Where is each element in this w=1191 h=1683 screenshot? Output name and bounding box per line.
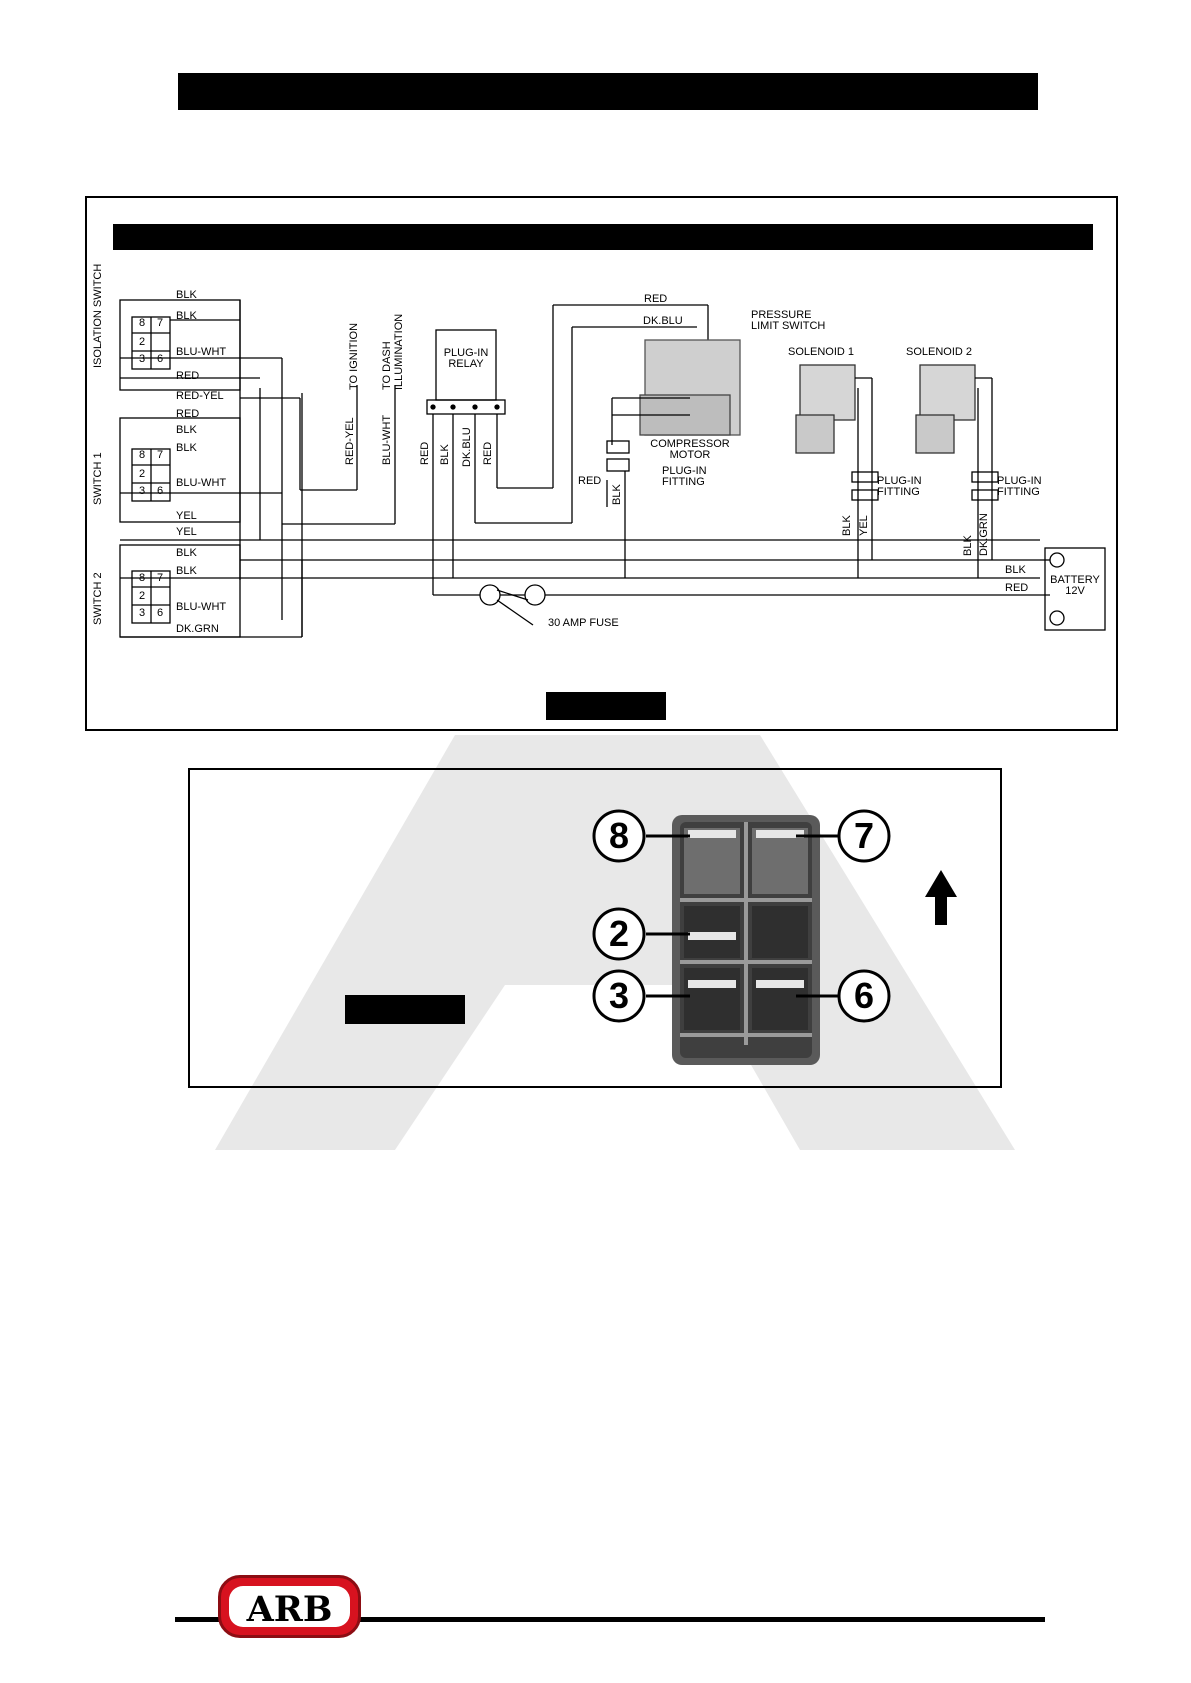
plugin-fitting-label: PLUG-IN FITTING: [662, 466, 707, 488]
photo-pin-7: 7: [854, 815, 875, 856]
relay-label: PLUG-IN RELAY: [436, 348, 496, 370]
red-mid-label: RED: [578, 475, 602, 487]
photo-pin-6: 6: [854, 975, 875, 1016]
battery-label: BATTERY 12V: [1044, 575, 1106, 597]
s2-pin-7: 7: [157, 572, 164, 584]
pin-8-badge: [592, 809, 646, 863]
up-arrow-icon: [925, 870, 957, 925]
battery-red-label: RED: [1005, 582, 1029, 594]
iso-pin-6: 6: [157, 353, 164, 365]
wire-label: BLK: [176, 289, 197, 301]
top-red-label: RED: [644, 293, 668, 305]
s2-pin-6: 6: [157, 607, 164, 619]
battery-blk-label: BLK: [1005, 564, 1026, 576]
wire-label: RED: [176, 370, 200, 382]
plugin-fitting-1-line-2: FITTING: [877, 486, 920, 498]
plugin-fitting-1-label: PLUG-IN FITTING: [877, 476, 922, 498]
s1-pin-8: 8: [139, 449, 146, 461]
plugin-fitting-line-2: FITTING: [662, 476, 705, 488]
wire-label: BLK: [176, 547, 197, 559]
arb-logo: ARB: [218, 1575, 361, 1638]
photo-pin-2: 2: [609, 913, 630, 954]
switch-photo-frame: [188, 768, 1002, 1088]
s2-pin-3: 3: [139, 607, 146, 619]
fuse-label: 30 AMP FUSE: [548, 617, 619, 629]
figure-caption-bar: [546, 692, 666, 720]
pressure-label-line-2: LIMIT SWITCH: [751, 320, 826, 332]
footer-line: [175, 1617, 1045, 1622]
photo-pin-8: 8: [609, 815, 630, 856]
relay-label-line-2: RELAY: [448, 358, 484, 370]
pin-2-badge: [592, 907, 646, 961]
photo-caption-bar: [345, 995, 465, 1024]
wire-label: RED: [176, 408, 200, 420]
s1-pin-3: 3: [139, 485, 146, 497]
solenoid-1-label: SOLENOID 1: [788, 346, 855, 358]
plugin-fitting-2-line-2: FITTING: [997, 486, 1040, 498]
pin-6-badge: [837, 969, 891, 1023]
s2-pin-2: 2: [139, 590, 146, 602]
wire-label: BLU-WHT: [176, 477, 227, 489]
iso-pin-7: 7: [157, 317, 164, 329]
relay-label-line-1: PLUG-IN: [443, 347, 489, 359]
wire-label: YEL: [176, 510, 197, 522]
wire-label: BLK: [176, 310, 197, 322]
arb-logo-text: ARB: [246, 1589, 333, 1630]
s1-pin-7: 7: [157, 449, 164, 461]
s1-pin-6: 6: [157, 485, 164, 497]
wire-label: BLK: [176, 442, 197, 454]
iso-pin-8: 8: [139, 317, 146, 329]
pressure-limit-switch-label: PRESSURE LIMIT SWITCH: [751, 310, 825, 332]
wire-label: RED-YEL: [176, 390, 224, 402]
header-bar: [178, 73, 1038, 110]
pin-7-badge: [837, 809, 891, 863]
iso-pin-3: 3: [139, 353, 146, 365]
photo-pin-3: 3: [609, 975, 630, 1016]
iso-pin-2: 2: [139, 336, 146, 348]
wire-label: BLK: [176, 565, 197, 577]
wire-label: BLU-WHT: [176, 601, 227, 613]
plugin-fitting-2-line-1: PLUG-IN: [997, 475, 1042, 487]
compressor-label-line-2: MOTOR: [669, 449, 711, 461]
wire-label: DK.GRN: [176, 623, 219, 635]
plugin-fitting-line-1: PLUG-IN: [662, 465, 707, 477]
plugin-fitting-2-label: PLUG-IN FITTING: [997, 476, 1042, 498]
battery-label-line-2: 12V: [1065, 585, 1085, 597]
wiring-diagram-title-bar: [113, 224, 1093, 250]
wire-label: BLK: [176, 424, 197, 436]
pin-3-badge: [592, 969, 646, 1023]
pressure-label-line-1: PRESSURE: [751, 309, 812, 321]
s1-pin-2: 2: [139, 468, 146, 480]
solenoid-2-label: SOLENOID 2: [906, 346, 973, 358]
compressor-label-line-1: COMPRESSOR: [650, 438, 730, 450]
wire-label: BLU-WHT: [176, 346, 227, 358]
plugin-fitting-1-line-1: PLUG-IN: [877, 475, 922, 487]
s2-pin-8: 8: [139, 572, 146, 584]
wire-label: YEL: [176, 526, 197, 538]
compressor-motor-label: COMPRESSOR MOTOR: [645, 439, 735, 461]
wiring-diagram-frame: [85, 196, 1118, 731]
top-dkblu-label: DK.BLU: [643, 315, 683, 327]
battery-label-line-1: BATTERY: [1050, 574, 1100, 586]
